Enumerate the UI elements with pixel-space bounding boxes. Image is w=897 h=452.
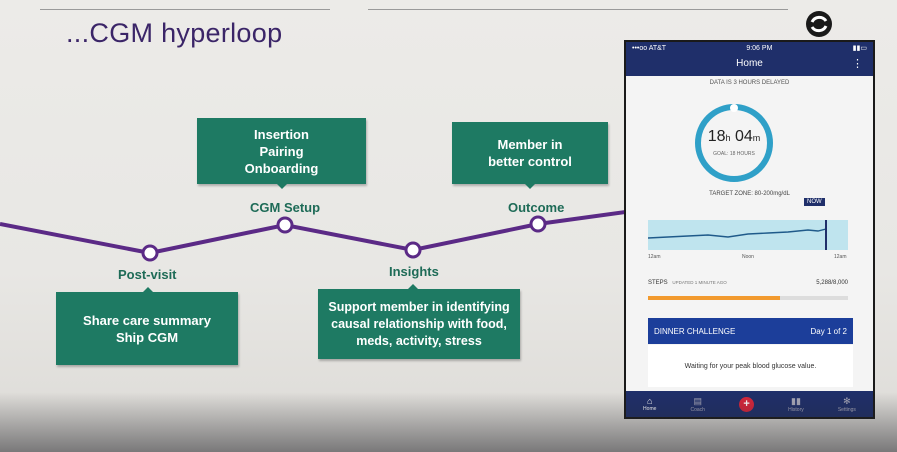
challenge-card-header[interactable]: DINNER CHALLENGE Day 1 of 2 bbox=[648, 318, 853, 344]
steps-progress-fill bbox=[648, 296, 780, 300]
insights-line-2: causal relationship with food, bbox=[331, 316, 507, 331]
post-visit-line-1: Share care summary bbox=[83, 312, 211, 328]
insights-notch bbox=[408, 284, 418, 289]
tab-coach-label: Coach bbox=[690, 406, 705, 413]
tab-settings-label: Settings bbox=[837, 406, 856, 413]
chat-icon: ▤ bbox=[693, 395, 702, 406]
post-visit-notch bbox=[143, 287, 153, 292]
insights-box: Support member in identifying causal rel… bbox=[318, 289, 520, 359]
phone-mockup: •••oo AT&T 9:06 PM ▮▮▭ Home ⋮ DATA IS 3 … bbox=[626, 42, 873, 417]
app-header: Home ⋮ bbox=[626, 54, 873, 76]
post-visit-line-2: Ship CGM bbox=[115, 329, 179, 345]
steps-value: 5,288/8,000 bbox=[816, 280, 848, 286]
add-button[interactable]: + bbox=[739, 396, 755, 412]
steps-row: STEPS UPDATED 1 MINUTE AGO 5,288/8,000 bbox=[648, 280, 848, 286]
battery-icon: ▮▮▭ bbox=[852, 45, 867, 52]
ring-goal: GOAL: 18 HOURS bbox=[713, 151, 755, 157]
brand-logo-icon bbox=[806, 11, 832, 37]
ring-marker-icon bbox=[730, 104, 738, 112]
post-visit-box: Share care summary Ship CGM bbox=[56, 292, 238, 365]
ring-minutes-unit: m bbox=[752, 133, 761, 143]
header-rule-left bbox=[40, 9, 330, 10]
target-zone-text: TARGET ZONE: 80-200mg/dL bbox=[709, 191, 790, 197]
label-insights: Insights bbox=[389, 264, 439, 279]
tab-settings[interactable]: ✻Settings bbox=[838, 396, 856, 413]
steps-updated: UPDATED 1 MINUTE AGO bbox=[672, 280, 727, 285]
node-post-visit bbox=[141, 244, 159, 262]
clock-text: 9:06 PM bbox=[746, 44, 773, 52]
outcome-box: Member in better control bbox=[452, 122, 608, 184]
steps-label: STEPS bbox=[648, 280, 668, 286]
slide-title: ...CGM hyperloop bbox=[66, 18, 283, 48]
gear-icon: ✻ bbox=[843, 395, 851, 406]
axis-mid: Noon bbox=[742, 254, 754, 260]
challenge-day: Day 1 of 2 bbox=[810, 326, 847, 336]
home-icon: ⌂ bbox=[647, 396, 653, 406]
label-post-visit: Post-visit bbox=[118, 267, 177, 282]
node-insights bbox=[404, 241, 422, 259]
label-outcome: Outcome bbox=[508, 200, 565, 215]
outcome-line-1: Member in bbox=[497, 137, 563, 152]
tab-coach[interactable]: ▤Coach bbox=[691, 396, 705, 413]
axis-left: 12am bbox=[648, 254, 661, 260]
ring-hours-unit: h bbox=[725, 133, 731, 143]
challenge-message: Waiting for your peak blood glucose valu… bbox=[648, 345, 853, 387]
insights-line-3: meds, activity, stress bbox=[356, 333, 482, 348]
ring-hours: 18 bbox=[707, 128, 726, 145]
node-outcome bbox=[529, 215, 547, 233]
history-icon: ▮▮ bbox=[791, 395, 801, 406]
node-cgm-setup bbox=[276, 216, 294, 234]
journey-line bbox=[0, 209, 630, 262]
setup-notch bbox=[277, 184, 287, 189]
challenge-title: DINNER CHALLENGE bbox=[654, 326, 736, 336]
plus-icon: + bbox=[743, 397, 750, 410]
outcome-notch bbox=[525, 184, 535, 189]
setup-line-3: Onboarding bbox=[244, 160, 319, 176]
tab-home-label: Home bbox=[643, 406, 657, 412]
axis-right: 12am bbox=[834, 254, 847, 260]
steps-progress-bar bbox=[648, 296, 848, 300]
ring-minutes: 04 bbox=[734, 128, 753, 145]
header-rule-right bbox=[368, 9, 788, 10]
setup-box: Insertion Pairing Onboarding bbox=[197, 118, 366, 184]
carrier-text: •••oo AT&T bbox=[632, 44, 667, 52]
tab-history-label: History bbox=[788, 406, 804, 413]
tab-history[interactable]: ▮▮History bbox=[788, 396, 804, 413]
setup-line-2: Pairing bbox=[259, 143, 304, 159]
ring-value: 18h 04m bbox=[701, 128, 767, 146]
label-cgm-setup: CGM Setup bbox=[250, 200, 321, 215]
now-badge: NOW bbox=[804, 198, 825, 206]
header-title: Home bbox=[736, 58, 763, 69]
tab-bar: ⌂Home ▤Coach + ▮▮History ✻Settings bbox=[626, 391, 873, 417]
outcome-line-2: better control bbox=[488, 154, 572, 169]
tab-home[interactable]: ⌂Home bbox=[643, 396, 656, 412]
glucose-graph bbox=[647, 220, 848, 250]
setup-line-1: Insertion bbox=[254, 126, 309, 142]
progress-ring: 18h 04m GOAL: 18 HOURS bbox=[695, 104, 773, 182]
kebab-menu-icon[interactable]: ⋮ bbox=[852, 58, 863, 70]
delay-notice: DATA IS 3 HOURS DELAYED bbox=[709, 80, 790, 86]
status-bar: •••oo AT&T 9:06 PM ▮▮▭ bbox=[626, 42, 873, 54]
insights-line-1: Support member in identifying bbox=[328, 299, 510, 314]
